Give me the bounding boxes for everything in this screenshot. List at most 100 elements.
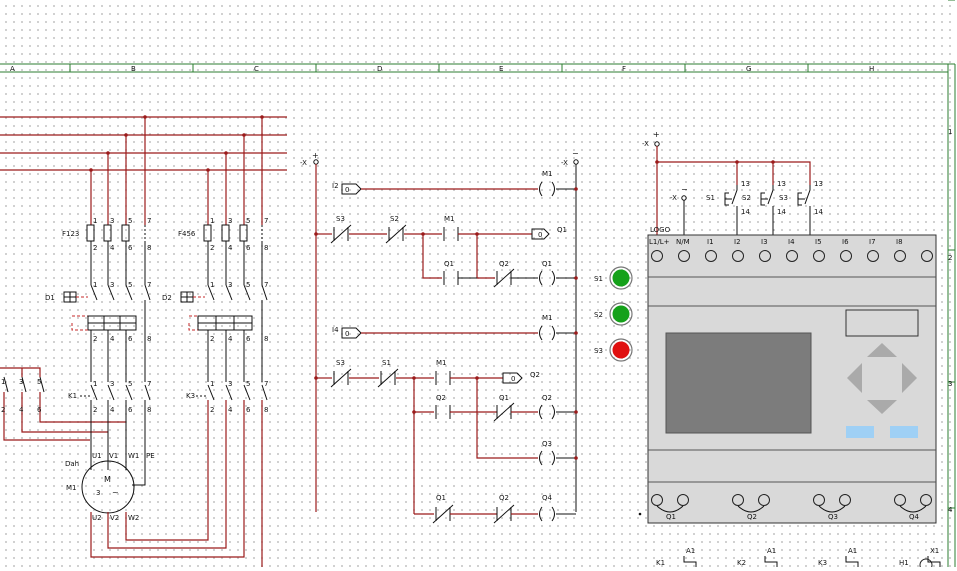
contactor-label-k3: K3 xyxy=(186,392,195,400)
rung7-coil-label: Q4 xyxy=(542,494,553,502)
k1-term-bot-2: 2 xyxy=(93,406,97,414)
zone-label-d: D xyxy=(377,65,382,73)
logo-input-i6[interactable]: I6 xyxy=(840,238,852,262)
logo-input-i1[interactable]: I1 xyxy=(705,238,717,262)
bottom-dev-3: H1 xyxy=(899,559,909,567)
logo-input-l1l[interactable]: L1/L+ xyxy=(649,238,670,262)
overload-label-d2: D2 xyxy=(162,294,172,302)
logo-input-i2[interactable]: I2 xyxy=(732,238,744,262)
logo-key-esc[interactable] xyxy=(846,426,874,438)
zone-label-f: F xyxy=(622,65,626,73)
k3-term-top-7: 7 xyxy=(264,380,268,388)
lamp-label: S3 xyxy=(594,347,603,355)
lamp-light xyxy=(612,305,630,323)
logo-small-window xyxy=(845,309,919,337)
d1-term-top-3: 3 xyxy=(110,281,114,289)
motor-connection: Dah xyxy=(65,460,79,468)
k3-term-top-3: 3 xyxy=(228,380,232,388)
rung2-coil-label: Q1 xyxy=(542,260,552,268)
logo-rail-label-plus: -X xyxy=(642,140,649,148)
k1-term-top-7: 7 xyxy=(147,380,151,388)
svg-text:13: 13 xyxy=(777,180,786,188)
rung2-contact-m1: M1 xyxy=(444,215,455,223)
rung3-input-value: 0 xyxy=(345,330,349,338)
d1-term-bot-2: 2 xyxy=(93,335,97,343)
logo-output-q4[interactable]: Q4 xyxy=(894,494,932,522)
svg-text:I5: I5 xyxy=(815,238,822,246)
bottom-dev-0: K1 xyxy=(656,559,665,567)
svg-text:I7: I7 xyxy=(869,238,876,246)
rung7-branch-q1: Q1 xyxy=(436,494,446,502)
d1-term-bot-6: 6 xyxy=(128,335,133,343)
svg-text:I1: I1 xyxy=(707,238,714,246)
bottom-term-3: X1 xyxy=(930,547,939,555)
logo-input-i4[interactable]: I4 xyxy=(786,238,798,262)
rung6-coil-label: Q3 xyxy=(542,440,552,448)
d1-term-top-5: 5 xyxy=(128,281,132,289)
d2-term-top-3: 3 xyxy=(228,281,232,289)
lamp-s1: S1 xyxy=(594,266,633,290)
logo-input-i7[interactable]: I7 xyxy=(867,238,879,262)
f456-term-top-1: 1 xyxy=(210,217,214,225)
rung-3: I4 0 M1 xyxy=(332,314,576,341)
lamp-light xyxy=(612,269,630,287)
k1-term-top-3: 3 xyxy=(110,380,114,388)
logo-key-left[interactable] xyxy=(847,363,862,393)
d2-term-bot-4: 4 xyxy=(228,335,233,343)
d2-term-top-1: 1 xyxy=(210,281,214,289)
row-label-2: 2 xyxy=(948,254,952,262)
logo-key-right[interactable] xyxy=(902,363,917,393)
fuse-label-f123: F123 xyxy=(62,230,79,238)
logo-rail-minus: − xyxy=(681,185,688,194)
k1-term-bot-6: 6 xyxy=(128,406,133,414)
d1-term-top-1: 1 xyxy=(93,281,97,289)
logo-input-i3[interactable]: I3 xyxy=(759,238,771,262)
logo-input-nm[interactable]: N/M xyxy=(676,238,690,262)
logo-output-q1[interactable]: Q1 xyxy=(651,494,689,522)
f123-term-bot-2: 2 xyxy=(93,244,97,252)
svg-text:14: 14 xyxy=(741,208,750,216)
svg-text:6: 6 xyxy=(37,406,42,414)
logo-input-i8[interactable]: I8 xyxy=(894,238,906,262)
motor-term-u1: U1 xyxy=(92,452,102,460)
logo-output-q2[interactable]: Q2 xyxy=(732,494,770,522)
f456-term-top-3: 3 xyxy=(228,217,232,225)
logo-key-up[interactable] xyxy=(867,343,897,357)
bottom-term-2: A1 xyxy=(848,547,857,555)
rung1-input-label: I2 xyxy=(332,182,339,190)
svg-text:I4: I4 xyxy=(788,238,795,246)
row-label-1: 1 xyxy=(948,128,952,136)
logo-display xyxy=(665,332,812,434)
logo-rail-label-minus: -X xyxy=(670,194,677,202)
k3-term-bot-6: 6 xyxy=(246,406,251,414)
rung2-contact-s3: S3 xyxy=(336,215,345,223)
contactor-k3: K3 xyxy=(186,384,268,401)
ladder-diagram: + -X − -X I2 0 M1 S3 S2 M1 xyxy=(300,149,642,524)
fuse-label-f456: F456 xyxy=(178,230,196,238)
bottom-term-0: A1 xyxy=(686,547,695,555)
logo-input-i5[interactable]: I5 xyxy=(813,238,825,262)
logo-key-ok[interactable] xyxy=(890,426,918,438)
bottom-term-1: A1 xyxy=(767,547,776,555)
svg-text:Q2: Q2 xyxy=(747,513,757,521)
f123-term-bot-6: 6 xyxy=(128,244,133,252)
zone-label-h: H xyxy=(869,65,874,73)
rung4-output-label: Q2 xyxy=(530,371,540,379)
contactor-k1: K1 xyxy=(68,384,151,401)
d2-term-top-5: 5 xyxy=(246,281,250,289)
motor-term-w1: W1 xyxy=(128,452,139,460)
f123-term-bot-8: 8 xyxy=(147,244,151,252)
d2-term-top-7: 7 xyxy=(264,281,268,289)
svg-text:~: ~ xyxy=(112,488,119,497)
logo-key-down[interactable] xyxy=(867,400,897,414)
motor-symbol: M xyxy=(104,475,111,484)
rung3-coil-label: M1 xyxy=(542,314,553,322)
logo-output-q3[interactable]: Q3 xyxy=(813,494,851,522)
